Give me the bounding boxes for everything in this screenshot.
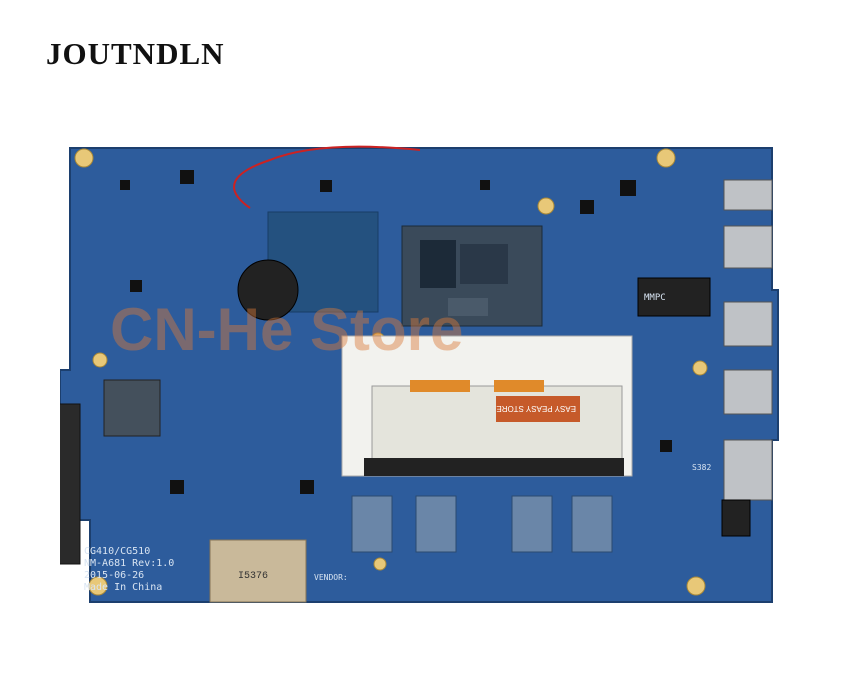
usb-label: S382	[692, 463, 711, 472]
chip-code-right: MMPC	[644, 293, 666, 303]
controller-chip	[103, 379, 161, 437]
ethernet-chip	[637, 277, 711, 317]
silkscreen-rev: NM-A681 Rev:1.0	[84, 558, 174, 569]
chip-label: I5376	[238, 571, 268, 582]
audio-jack	[721, 499, 751, 537]
mounting-holes	[74, 148, 708, 596]
motherboard-photo: MMPC I5376 CG410/CG510 NM-A681 Rev:1.0 2…	[60, 145, 779, 603]
brand-title: JOUTNDLN	[46, 36, 225, 71]
io-ports	[723, 179, 773, 501]
coin-battery	[233, 145, 421, 321]
smd-components	[120, 170, 672, 494]
silkscreen-origin: Made In China	[84, 582, 162, 593]
cpu-chip	[401, 225, 543, 327]
memory-chips	[351, 495, 613, 553]
silkscreen-model: CG410/CG510	[84, 546, 150, 557]
shield-can	[209, 539, 307, 603]
sticker-text: EASY PEASY STORE	[496, 404, 576, 413]
silkscreen-date: 2015-06-26	[84, 570, 144, 581]
ram-slot	[341, 335, 633, 477]
sata-connector	[60, 403, 81, 565]
vendor-label: VENDOR:	[314, 573, 348, 582]
watermark-text: CN-He Store	[110, 296, 463, 363]
